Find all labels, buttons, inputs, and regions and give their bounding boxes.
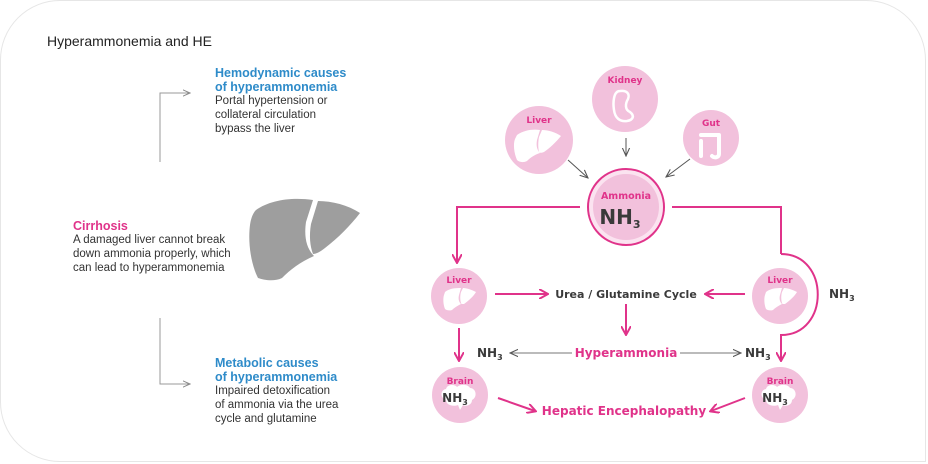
liver-to-ammonia-arrow <box>567 159 588 178</box>
brain-right-to-he-arrow <box>711 397 746 411</box>
liver-left-label: Liver <box>446 276 472 286</box>
ammonia-node: Ammonia NH3 <box>587 168 665 246</box>
source-gut-label: Gut <box>702 119 721 129</box>
ammonia-to-liver-right-arrow <box>672 206 782 254</box>
hemodynamic-line: Portal hypertension or <box>215 95 328 107</box>
hemodynamic-heading-2: of hyperammonemia <box>215 80 338 94</box>
hepatic-encephalopathy-label: Hepatic Encephalopathy <box>542 404 707 418</box>
cirrhosis-line: down ammonia properly, which <box>73 248 231 260</box>
brain-right-label: Brain <box>767 377 794 387</box>
nh3-right-label: NH3 <box>745 346 771 362</box>
hemodynamic-line: collateral circulation <box>215 109 316 121</box>
metabolic-connector-arrow <box>159 318 190 384</box>
cirrhosis-line: A damaged liver cannot break <box>73 234 226 246</box>
metabolic-heading-2: of hyperammonemia <box>215 370 338 384</box>
hemodynamic-heading-1: Hemodynamic causes <box>215 66 347 80</box>
liver-right-node: Liver <box>752 268 808 324</box>
nh3-bypass-label: NH3 <box>829 287 855 303</box>
hemodynamic-connector-arrow <box>159 93 190 162</box>
source-kidney-node: Kidney <box>592 66 658 132</box>
gut-to-ammonia-arrow <box>666 158 691 177</box>
metabolic-heading-1: Metabolic causes <box>215 356 319 370</box>
hyperammonia-label: Hyperammonia <box>575 346 678 360</box>
bypass-arc-arrow <box>781 253 819 360</box>
svg-text:NH3: NH3 <box>442 391 468 407</box>
brain-icon <box>761 384 796 410</box>
metabolic-causes-block: Metabolic causes of hyperammonemia Impai… <box>215 356 338 426</box>
liver-icon <box>443 288 476 311</box>
cirrhosis-line: can lead to hyperammonemia <box>73 262 225 274</box>
page-title: Hyperammonemia and HE <box>47 33 212 49</box>
brain-left-node: Brain NH3 <box>432 367 488 423</box>
hemodynamic-causes-block: Hemodynamic causes of hyperammonemia Por… <box>215 66 346 136</box>
source-gut-node: Gut <box>683 110 739 166</box>
ammonia-label: Ammonia <box>601 191 651 202</box>
brain-left-to-he-arrow <box>497 397 535 411</box>
ammonia-to-liver-left-arrow <box>457 206 580 262</box>
source-kidney-label: Kidney <box>608 76 643 86</box>
kidney-icon <box>612 89 635 123</box>
urea-glutamine-cycle-label: Urea / Glutamine Cycle <box>555 288 697 301</box>
liver-icon <box>513 129 561 163</box>
ammonia-formula: NH3 <box>599 205 640 231</box>
metabolic-line: cycle and glutamine <box>215 413 317 425</box>
metabolic-line: Impaired detoxification <box>215 385 331 397</box>
source-liver-label: Liver <box>526 116 552 126</box>
source-liver-node: Liver <box>505 106 573 174</box>
gut-icon <box>699 133 721 160</box>
cirrhosis-heading: Cirrhosis <box>73 219 128 233</box>
brain-left-label: Brain <box>447 377 474 387</box>
brain-right-node: Brain NH3 <box>752 367 808 423</box>
liver-left-node: Liver <box>431 268 487 324</box>
nh3-left-label: NH3 <box>477 346 503 362</box>
brain-icon <box>441 384 476 410</box>
hemodynamic-line: bypass the liver <box>215 123 295 135</box>
metabolic-line: of ammonia via the urea <box>215 399 339 411</box>
liver-icon <box>249 198 360 281</box>
cirrhosis-block: Cirrhosis A damaged liver cannot break d… <box>73 219 231 275</box>
liver-icon <box>764 288 797 311</box>
liver-right-label: Liver <box>767 276 793 286</box>
svg-text:NH3: NH3 <box>762 391 788 407</box>
